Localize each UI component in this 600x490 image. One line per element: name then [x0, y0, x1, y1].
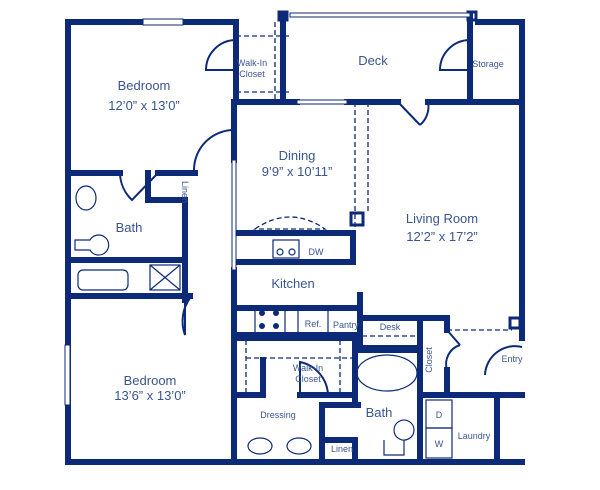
walkin2-line2: Closet: [295, 374, 321, 384]
walkin2-line1: Walk-In: [293, 363, 323, 373]
dw-label: DW: [309, 247, 324, 257]
storage-name: Storage: [472, 59, 504, 69]
bath1-name: Bath: [116, 220, 143, 235]
room-labels: Bedroom 12’0” x 13’0” Walk-In Closet Dec…: [108, 53, 523, 454]
bedroom1-size: 12’0” x 13’0”: [108, 98, 180, 113]
bedroom1-name: Bedroom: [118, 78, 171, 93]
walls: [65, 10, 525, 465]
ref-label: Ref.: [305, 319, 322, 329]
kitchen-name: Kitchen: [271, 276, 314, 291]
bath2-name: Bath: [366, 405, 393, 420]
bedroom2-name: Bedroom: [124, 373, 177, 388]
laundry-name: Laundry: [458, 431, 491, 441]
washer-label: W: [435, 439, 444, 449]
desk-label: Desk: [380, 322, 401, 332]
bedroom2-size: 13’6” x 13’0”: [114, 388, 186, 403]
living-name: Living Room: [406, 211, 478, 226]
deck-name: Deck: [358, 53, 388, 68]
walkin1-line2: Closet: [239, 69, 265, 79]
linen1-name: Linen: [180, 181, 190, 203]
living-size: 12’2” x 17’2”: [406, 229, 478, 244]
dressing-name: Dressing: [260, 410, 296, 420]
dryer-label: D: [436, 410, 443, 420]
linen2-name: Linen: [331, 444, 353, 454]
walkin1-line1: Walk-In: [237, 58, 267, 68]
dining-name: Dining: [279, 148, 316, 163]
closet-name: Closet: [424, 347, 434, 373]
entry-name: Entry: [501, 354, 523, 364]
pantry-name: Pantry: [333, 320, 360, 330]
dining-size: 9’9” x 10’11”: [262, 164, 333, 179]
fixtures: [64, 12, 523, 459]
